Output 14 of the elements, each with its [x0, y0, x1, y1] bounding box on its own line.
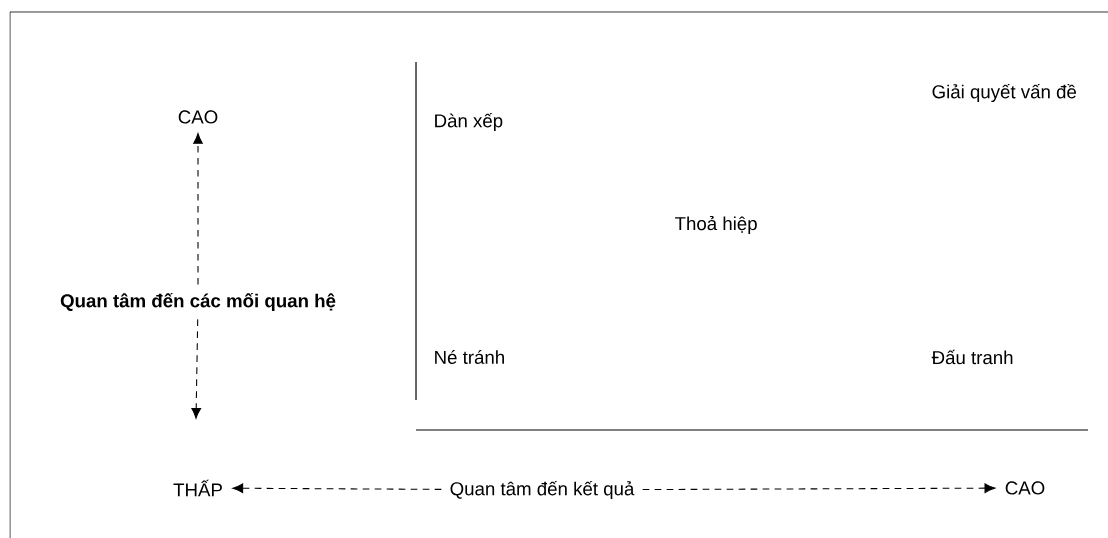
- axis-label: Quan tâm đến các mối quan hệ: [60, 292, 336, 312]
- quadrant-label: Giải quyết vấn đề: [932, 83, 1076, 103]
- quadrant-label: Thoả hiệp: [675, 216, 757, 234]
- axis-label: CAO: [178, 110, 218, 124]
- quadrant-label: Dàn xếp: [435, 112, 503, 132]
- dashed-arrow: [232, 483, 442, 494]
- axis-label: Quan tâm đến kết quả: [450, 480, 635, 500]
- quadrant-label: Né tránh: [435, 350, 504, 364]
- axis-label: THẤP: [173, 479, 222, 497]
- quadrant-label: Đấu tranh: [931, 349, 1013, 365]
- dashed-arrow: [193, 133, 203, 286]
- dashed-arrow: [642, 483, 996, 493]
- dashed-arrow: [191, 318, 202, 419]
- axis-label: CAO: [1005, 481, 1045, 495]
